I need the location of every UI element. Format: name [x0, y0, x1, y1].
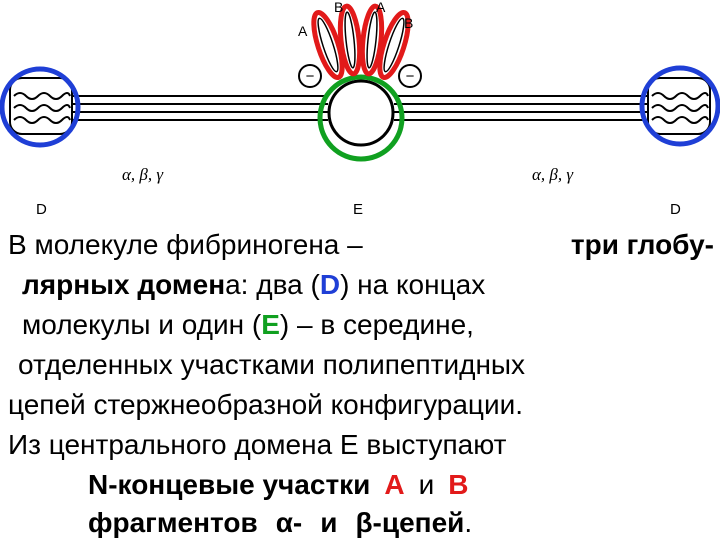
text-l3-a: молекулы и один ( [22, 309, 262, 340]
label-d-right: D [670, 201, 681, 218]
chains-label-left: α, β, γ [122, 165, 164, 184]
text-l3-e-letter: Е [261, 309, 280, 340]
text-l6: Из центрального домена Е выступают [8, 429, 507, 460]
text-l8-c: и [320, 507, 338, 538]
text-l4: отделенных участками полипептидных [18, 349, 526, 380]
text-l8-alpha: α- [275, 507, 303, 538]
frag-label-a-left: A [298, 23, 308, 39]
text-l1-b: три глобу- [570, 229, 714, 260]
coiled-coil-left [70, 95, 328, 121]
text-l2-a: лярных домен [22, 269, 226, 300]
frag-label-b-right: B [404, 15, 413, 31]
text-l8-a: фрагментов [88, 507, 258, 538]
fibrinopeptide-inner-lines [317, 11, 405, 73]
fibrinopeptide-loops [311, 3, 411, 80]
text-l7-a-letter: А [384, 469, 405, 500]
text-l7-c: и [418, 469, 435, 500]
text-line-7: N-концевые участки А и В [88, 466, 648, 504]
text-l8-period: . [464, 507, 473, 538]
domain-d-left-highlight [0, 66, 81, 148]
coiled-coil-right [394, 95, 650, 121]
text-l2-d-letter: D [319, 269, 341, 300]
domain-e [327, 79, 395, 147]
domain-d-right [647, 77, 711, 135]
fibrinogen-diagram: − − A B A B α, β, γ α, β, γ D E D [0, 0, 720, 218]
frag-label-a-right: A [376, 0, 386, 15]
text-l8-beta: β-цепей [355, 507, 465, 538]
text-line-4: отделенных участками полипептидных [18, 346, 720, 384]
text-l1-a: В молекуле фибриногена – [8, 229, 363, 260]
text-line-8: фрагментов α- и β-цепей. [88, 504, 688, 542]
minus-charge-left: − [298, 64, 322, 88]
text-l2-d: ) на концах [340, 269, 486, 300]
text-line-5: цепей стержнеобразной конфигурации. [8, 386, 720, 424]
svg-text:−: − [306, 68, 315, 85]
text-l2-b: а: два ( [225, 269, 320, 300]
chains-label-right: α, β, γ [532, 165, 574, 184]
frag-label-b-left: B [334, 0, 343, 15]
text-l3-c: ) – в середине, [279, 309, 474, 340]
minus-charge-right: − [398, 64, 422, 88]
text-line-3: молекулы и один (Е) – в середине, [22, 306, 714, 344]
text-line-1: В молекуле фибриногена – три глобу- [8, 226, 714, 264]
text-l7-a: N-концевые участки [88, 469, 371, 500]
svg-text:−: − [406, 68, 415, 85]
label-e-center: E [353, 201, 363, 218]
domain-e-highlight [317, 74, 405, 162]
domain-d-left [9, 77, 73, 135]
domain-d-right-highlight [639, 65, 720, 147]
text-l5: цепей стержнеобразной конфигурации. [8, 389, 524, 420]
text-line-2: лярных домена: два (D) на концах [22, 266, 714, 304]
text-line-6: Из центрального домена Е выступают [8, 426, 720, 464]
label-d-left: D [36, 201, 47, 218]
text-l7-b-letter: В [448, 469, 469, 500]
